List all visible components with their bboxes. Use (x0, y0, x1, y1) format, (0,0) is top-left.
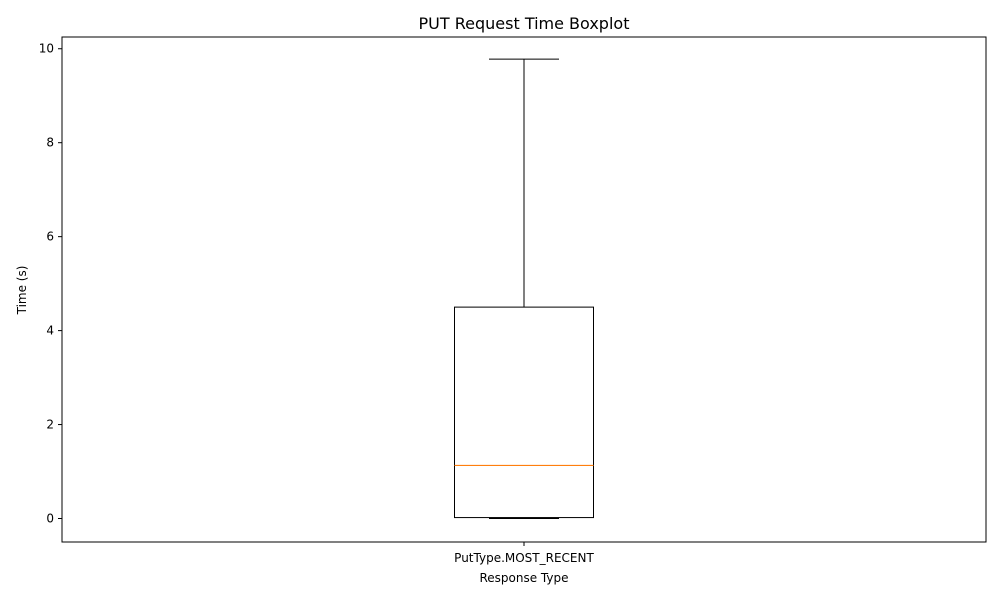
y-axis: 0 2 4 6 8 10 (39, 42, 62, 526)
y-tick-label: 2 (46, 418, 54, 432)
chart-title: PUT Request Time Boxplot (419, 14, 630, 33)
y-tick-label: 10 (39, 42, 54, 56)
x-axis-label: Response Type (479, 571, 568, 585)
box-item (454, 58, 594, 520)
y-tick-label: 4 (46, 324, 54, 338)
box-group (454, 58, 594, 520)
y-tick-label: 6 (46, 230, 54, 244)
iqr-box (454, 306, 594, 519)
y-tick-label: 8 (46, 136, 54, 150)
y-axis-label: Time (s) (15, 266, 29, 316)
x-axis: PutType.MOST_RECENT (454, 542, 594, 565)
y-tick-label: 0 (46, 512, 54, 526)
x-tick-label: PutType.MOST_RECENT (454, 551, 594, 565)
